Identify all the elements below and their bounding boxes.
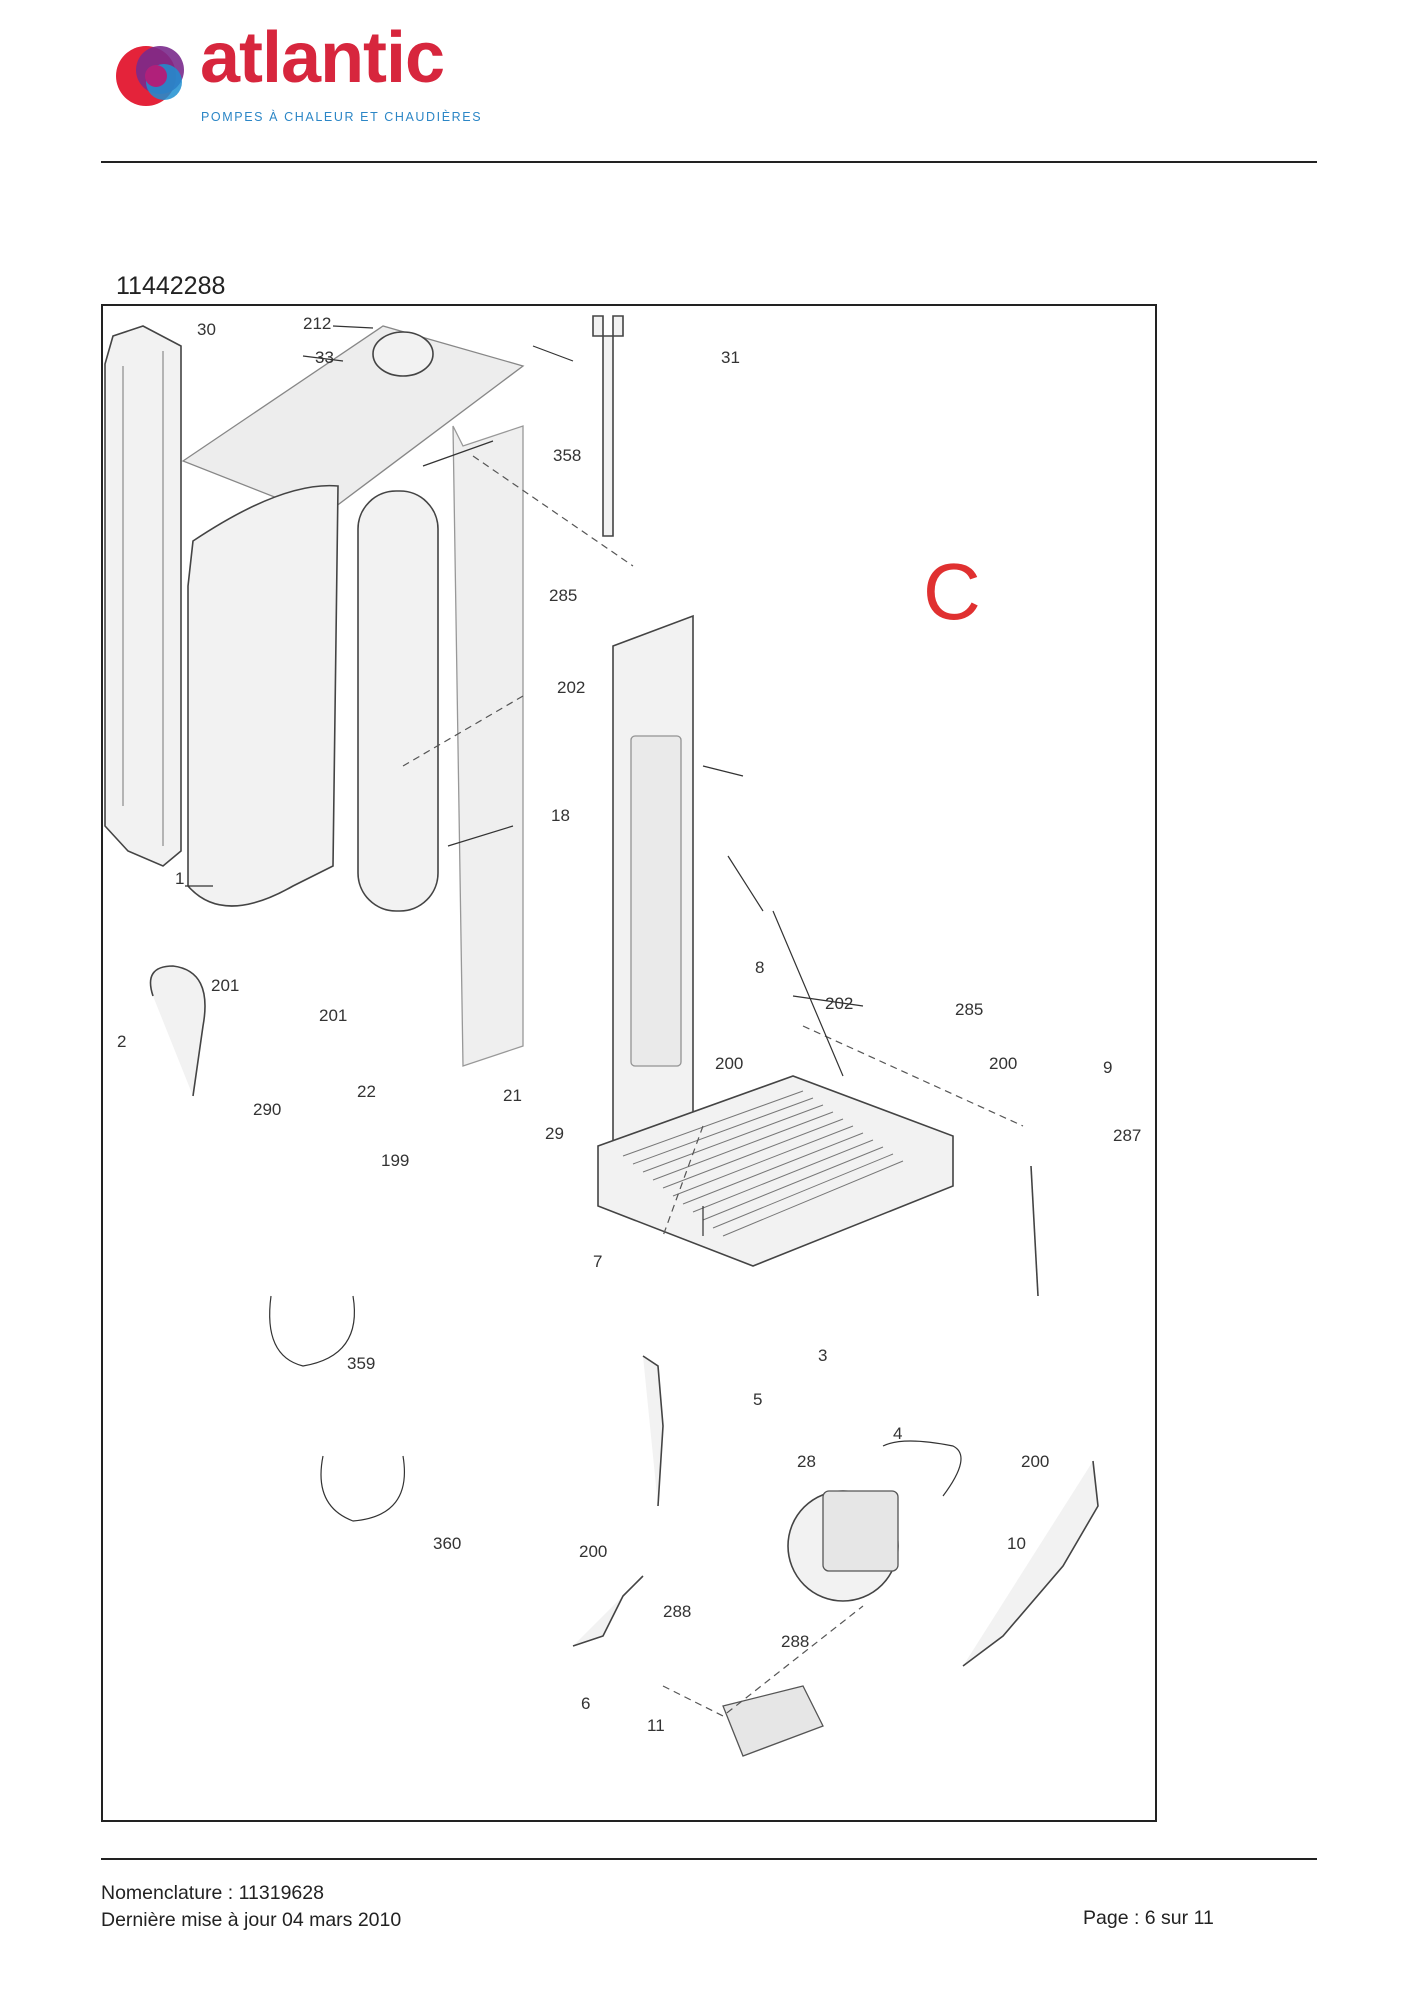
pipe-7: [642, 1355, 664, 1507]
cable-360: [320, 1455, 405, 1522]
label-4: 4: [893, 1424, 903, 1443]
exploded-view-frame: 30 212 33 31 358 285 202 18 1 201 201 2 …: [101, 304, 1157, 1822]
page-number: Page : 6 sur 11: [1083, 1907, 1214, 1929]
heat-exchanger-fins: [622, 1090, 904, 1237]
left-casing-panel: [104, 325, 182, 867]
pipe-9: [1030, 1165, 1039, 1297]
label-288-right: 288: [781, 1632, 810, 1651]
pipe-10: [962, 1460, 1099, 1667]
label-201-left: 201: [211, 976, 240, 995]
footer-info: Nomenclature : 11319628 Dernière mise à …: [101, 1880, 401, 1934]
label-1: 1: [175, 869, 185, 888]
label-202-right: 202: [825, 994, 854, 1013]
label-288-left: 288: [663, 1602, 692, 1621]
label-202-top: 202: [557, 678, 586, 697]
label-7: 7: [593, 1252, 603, 1271]
label-33: 33: [315, 348, 334, 367]
label-21: 21: [503, 1086, 522, 1105]
label-200-pump: 200: [579, 1542, 608, 1561]
label-2: 2: [117, 1032, 127, 1051]
header-divider: [101, 161, 1317, 163]
nomenclature-text: Nomenclature : 11319628: [101, 1882, 324, 1904]
label-6: 6: [581, 1694, 591, 1713]
label-31: 31: [721, 348, 740, 367]
label-11: 11: [647, 1716, 665, 1735]
label-29: 29: [545, 1124, 564, 1143]
label-5: 5: [753, 1390, 763, 1409]
label-359: 359: [347, 1354, 376, 1373]
label-22: 22: [357, 1082, 376, 1101]
last-update-text: Dernière mise à jour 04 mars 2010: [101, 1909, 402, 1931]
assembly-line-4: [662, 1125, 704, 1237]
pipe-6: [572, 1575, 644, 1647]
pipe-2: [149, 965, 206, 1097]
label-8: 8: [755, 958, 765, 977]
label-358: 358: [553, 446, 582, 465]
label-212: 212: [303, 314, 332, 333]
atlantic-logo: atlantic POMPES À CHALEUR ET CHAUDIÈRES: [112, 22, 512, 131]
brand-tagline: POMPES À CHALEUR ET CHAUDIÈRES: [201, 110, 483, 124]
label-287: 287: [1113, 1126, 1142, 1145]
label-360: 360: [433, 1534, 462, 1553]
pump-box: [822, 1490, 899, 1572]
assembly-line-3: [802, 1025, 1024, 1127]
label-201-mid: 201: [319, 1006, 348, 1025]
assembly-line-5: [662, 1605, 864, 1717]
cable-4: [882, 1440, 962, 1497]
label-285-top: 285: [549, 586, 578, 605]
cable-359: [269, 1295, 355, 1367]
rear-frame: [452, 425, 524, 1067]
cylinder-18: [357, 490, 439, 912]
label-285-right: 285: [955, 1000, 984, 1019]
footer-divider: [101, 1858, 1317, 1860]
label-200-hx: 200: [715, 1054, 744, 1073]
label-290: 290: [253, 1100, 282, 1119]
label-199: 199: [381, 1151, 410, 1170]
brand-name: atlantic: [200, 18, 445, 98]
label-3: 3: [818, 1346, 828, 1365]
section-letter: C: [923, 547, 981, 636]
exploded-parts-diagram: [104, 315, 1099, 1757]
panel-window: [630, 735, 682, 1067]
label-9: 9: [1103, 1058, 1113, 1077]
cover-part-33: [372, 331, 434, 377]
expansion-vessel-1: [187, 484, 339, 907]
label-28: 28: [797, 1452, 816, 1471]
label-30: 30: [197, 320, 216, 339]
label-18: 18: [551, 806, 570, 825]
valve-block: [722, 1685, 824, 1757]
document-reference: 11442288: [116, 272, 226, 300]
heat-exchanger-8: [597, 1075, 954, 1267]
label-200-lower: 200: [1021, 1452, 1050, 1471]
label-200-right: 200: [989, 1054, 1018, 1073]
logo-mark-icon: [116, 46, 184, 106]
label-10: 10: [1007, 1534, 1026, 1553]
heater-element-31: [592, 315, 624, 537]
assembly-line-1: [472, 455, 634, 567]
